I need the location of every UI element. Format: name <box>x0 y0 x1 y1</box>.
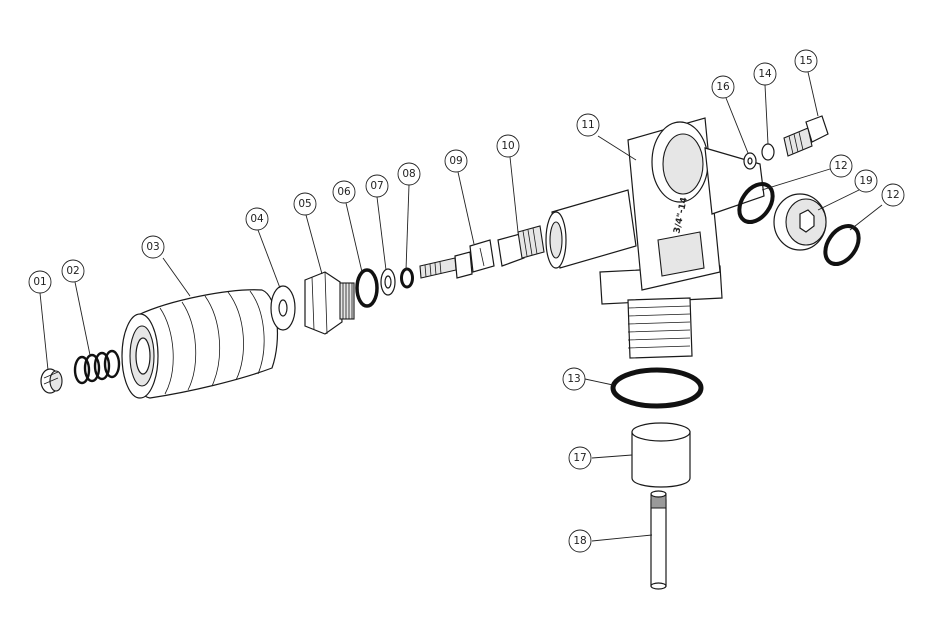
svg-text:07: 07 <box>370 180 383 192</box>
part-callouts: 01 02 03 04 05 06 07 08 09 10 11 12 12 1… <box>28 49 905 553</box>
callout-10: 10 <box>496 134 520 158</box>
callout-13: 13 <box>562 367 586 391</box>
callout-09: 09 <box>444 149 468 173</box>
svg-text:19: 19 <box>859 175 872 187</box>
svg-text:11: 11 <box>581 119 594 131</box>
part-11-valve-body: 3/4"-14 <box>545 117 765 359</box>
svg-text:12: 12 <box>886 189 899 201</box>
callout-03: 03 <box>141 235 165 259</box>
svg-text:13: 13 <box>567 373 580 385</box>
svg-text:06: 06 <box>337 186 351 198</box>
part-15-fitting <box>783 115 829 157</box>
svg-text:16: 16 <box>716 81 730 93</box>
callout-01: 01 <box>28 270 52 294</box>
callout-18: 18 <box>568 529 592 553</box>
part-10-valve-seat <box>497 225 545 267</box>
part-14-small-o-ring <box>761 143 775 161</box>
callout-02: 02 <box>61 259 85 283</box>
callout-04: 04 <box>245 207 269 231</box>
callout-12-lower: 12 <box>881 183 905 207</box>
part-07-washer <box>380 268 396 296</box>
callout-14: 14 <box>753 62 777 86</box>
callout-08: 08 <box>397 162 421 186</box>
callout-05: 05 <box>293 192 317 216</box>
svg-text:04: 04 <box>250 213 264 225</box>
part-04-washer <box>270 285 296 331</box>
leader-lines <box>39 71 883 542</box>
part-01-screw <box>40 368 63 394</box>
part-17-sleeve <box>631 422 691 488</box>
part-03-knob <box>121 289 279 399</box>
svg-text:12: 12 <box>834 160 847 172</box>
callout-06: 06 <box>332 180 356 204</box>
part-06-o-ring <box>355 268 379 308</box>
part-02-spring <box>73 349 121 385</box>
callout-11: 11 <box>576 113 600 137</box>
part-08-small-o-ring <box>400 267 414 289</box>
callout-15: 15 <box>794 49 818 73</box>
part-05-bonnet-nut <box>304 271 355 335</box>
svg-text:10: 10 <box>501 140 514 152</box>
svg-text:02: 02 <box>66 265 79 277</box>
callout-07: 07 <box>365 174 389 198</box>
part-09-spindle <box>419 239 495 279</box>
part-18-dip-tube <box>650 490 667 590</box>
callout-19: 19 <box>854 169 878 193</box>
svg-text:08: 08 <box>402 168 415 180</box>
svg-text:18: 18 <box>573 535 586 547</box>
svg-text:09: 09 <box>449 155 462 167</box>
part-12-o-ring-lower <box>823 224 861 266</box>
svg-text:15: 15 <box>799 55 812 67</box>
callout-12-upper: 12 <box>829 154 853 178</box>
svg-text:05: 05 <box>298 198 311 210</box>
svg-text:03: 03 <box>146 241 159 253</box>
callout-16: 16 <box>711 75 735 99</box>
part-12-o-ring-upper <box>737 182 775 224</box>
svg-text:01: 01 <box>33 276 46 288</box>
svg-text:14: 14 <box>758 68 772 80</box>
svg-text:17: 17 <box>573 452 586 464</box>
part-13-large-o-ring <box>610 367 704 409</box>
part-19-plug <box>773 193 827 251</box>
callout-17: 17 <box>568 446 592 470</box>
part-16-washer <box>743 152 757 170</box>
